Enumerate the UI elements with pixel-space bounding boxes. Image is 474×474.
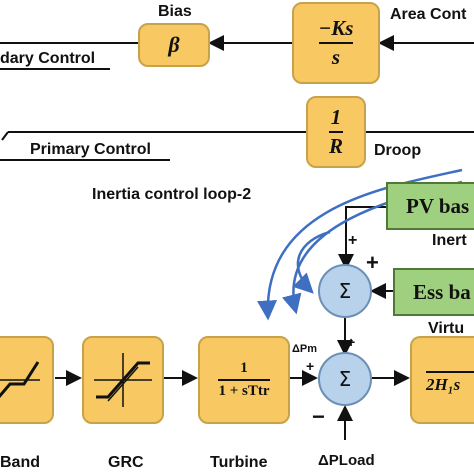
area-denominator: s xyxy=(331,45,341,69)
sum2-top-sign: + xyxy=(347,334,356,350)
turbine-block: 1 1 + sTtr xyxy=(198,336,290,424)
virtual-side-label: Virtu xyxy=(428,320,465,337)
dead-band-block xyxy=(0,336,54,424)
inertia-block: 2H₁s xyxy=(410,336,474,424)
turbine-label: Turbine xyxy=(210,454,268,471)
area-control-label: Area Cont xyxy=(390,6,467,23)
droop-denominator: R xyxy=(328,134,343,158)
sum1-right-sign: + xyxy=(366,250,379,275)
beta-symbol: β xyxy=(168,32,180,57)
dead-band-icon xyxy=(0,361,40,398)
summing-junction-2: Σ xyxy=(318,352,372,406)
area-numerator: −Ks xyxy=(318,16,354,40)
pv-based-block: PV bas xyxy=(386,182,474,230)
dead-band-label: Band xyxy=(0,454,40,471)
inertia-loop-label: Inertia control loop-2 xyxy=(92,186,252,203)
summing-junction-1: Σ xyxy=(318,264,372,318)
inertia-denominator: 2H₁s xyxy=(426,374,461,394)
turbine-denominator: 1 + sTtr xyxy=(218,383,270,399)
ess-label: Ess ba xyxy=(413,279,471,304)
pv-label: PV bas xyxy=(406,193,470,218)
delta-pload-label: ΔPLoad xyxy=(318,452,375,469)
droop-block: 1 R xyxy=(306,96,366,168)
turbine-numerator: 1 xyxy=(240,360,248,376)
sum1-top-sign: + xyxy=(348,232,358,249)
area-control-integrator-block: −Ks s xyxy=(292,2,380,84)
ess-based-block: Ess ba xyxy=(393,268,474,316)
inertia-side-label: Inert xyxy=(432,232,467,249)
grc-label: GRC xyxy=(108,454,144,471)
grc-block xyxy=(82,336,164,424)
bias-label: Bias xyxy=(158,3,192,20)
sum2-symbol: Σ xyxy=(338,367,352,391)
sum2-load-minus-sign: − xyxy=(312,404,325,429)
primary-control-label: Primary Control xyxy=(30,141,151,158)
secondary-control-label: dary Control xyxy=(0,50,96,67)
grc-saturation-icon xyxy=(94,353,152,407)
sum1-symbol: Σ xyxy=(338,279,352,303)
droop-numerator: 1 xyxy=(330,105,342,129)
droop-label: Droop xyxy=(374,142,422,159)
sum2-input-sign: + xyxy=(306,358,315,374)
delta-pm-label: ΔPm xyxy=(292,343,318,355)
bias-beta-block: β xyxy=(138,23,210,67)
